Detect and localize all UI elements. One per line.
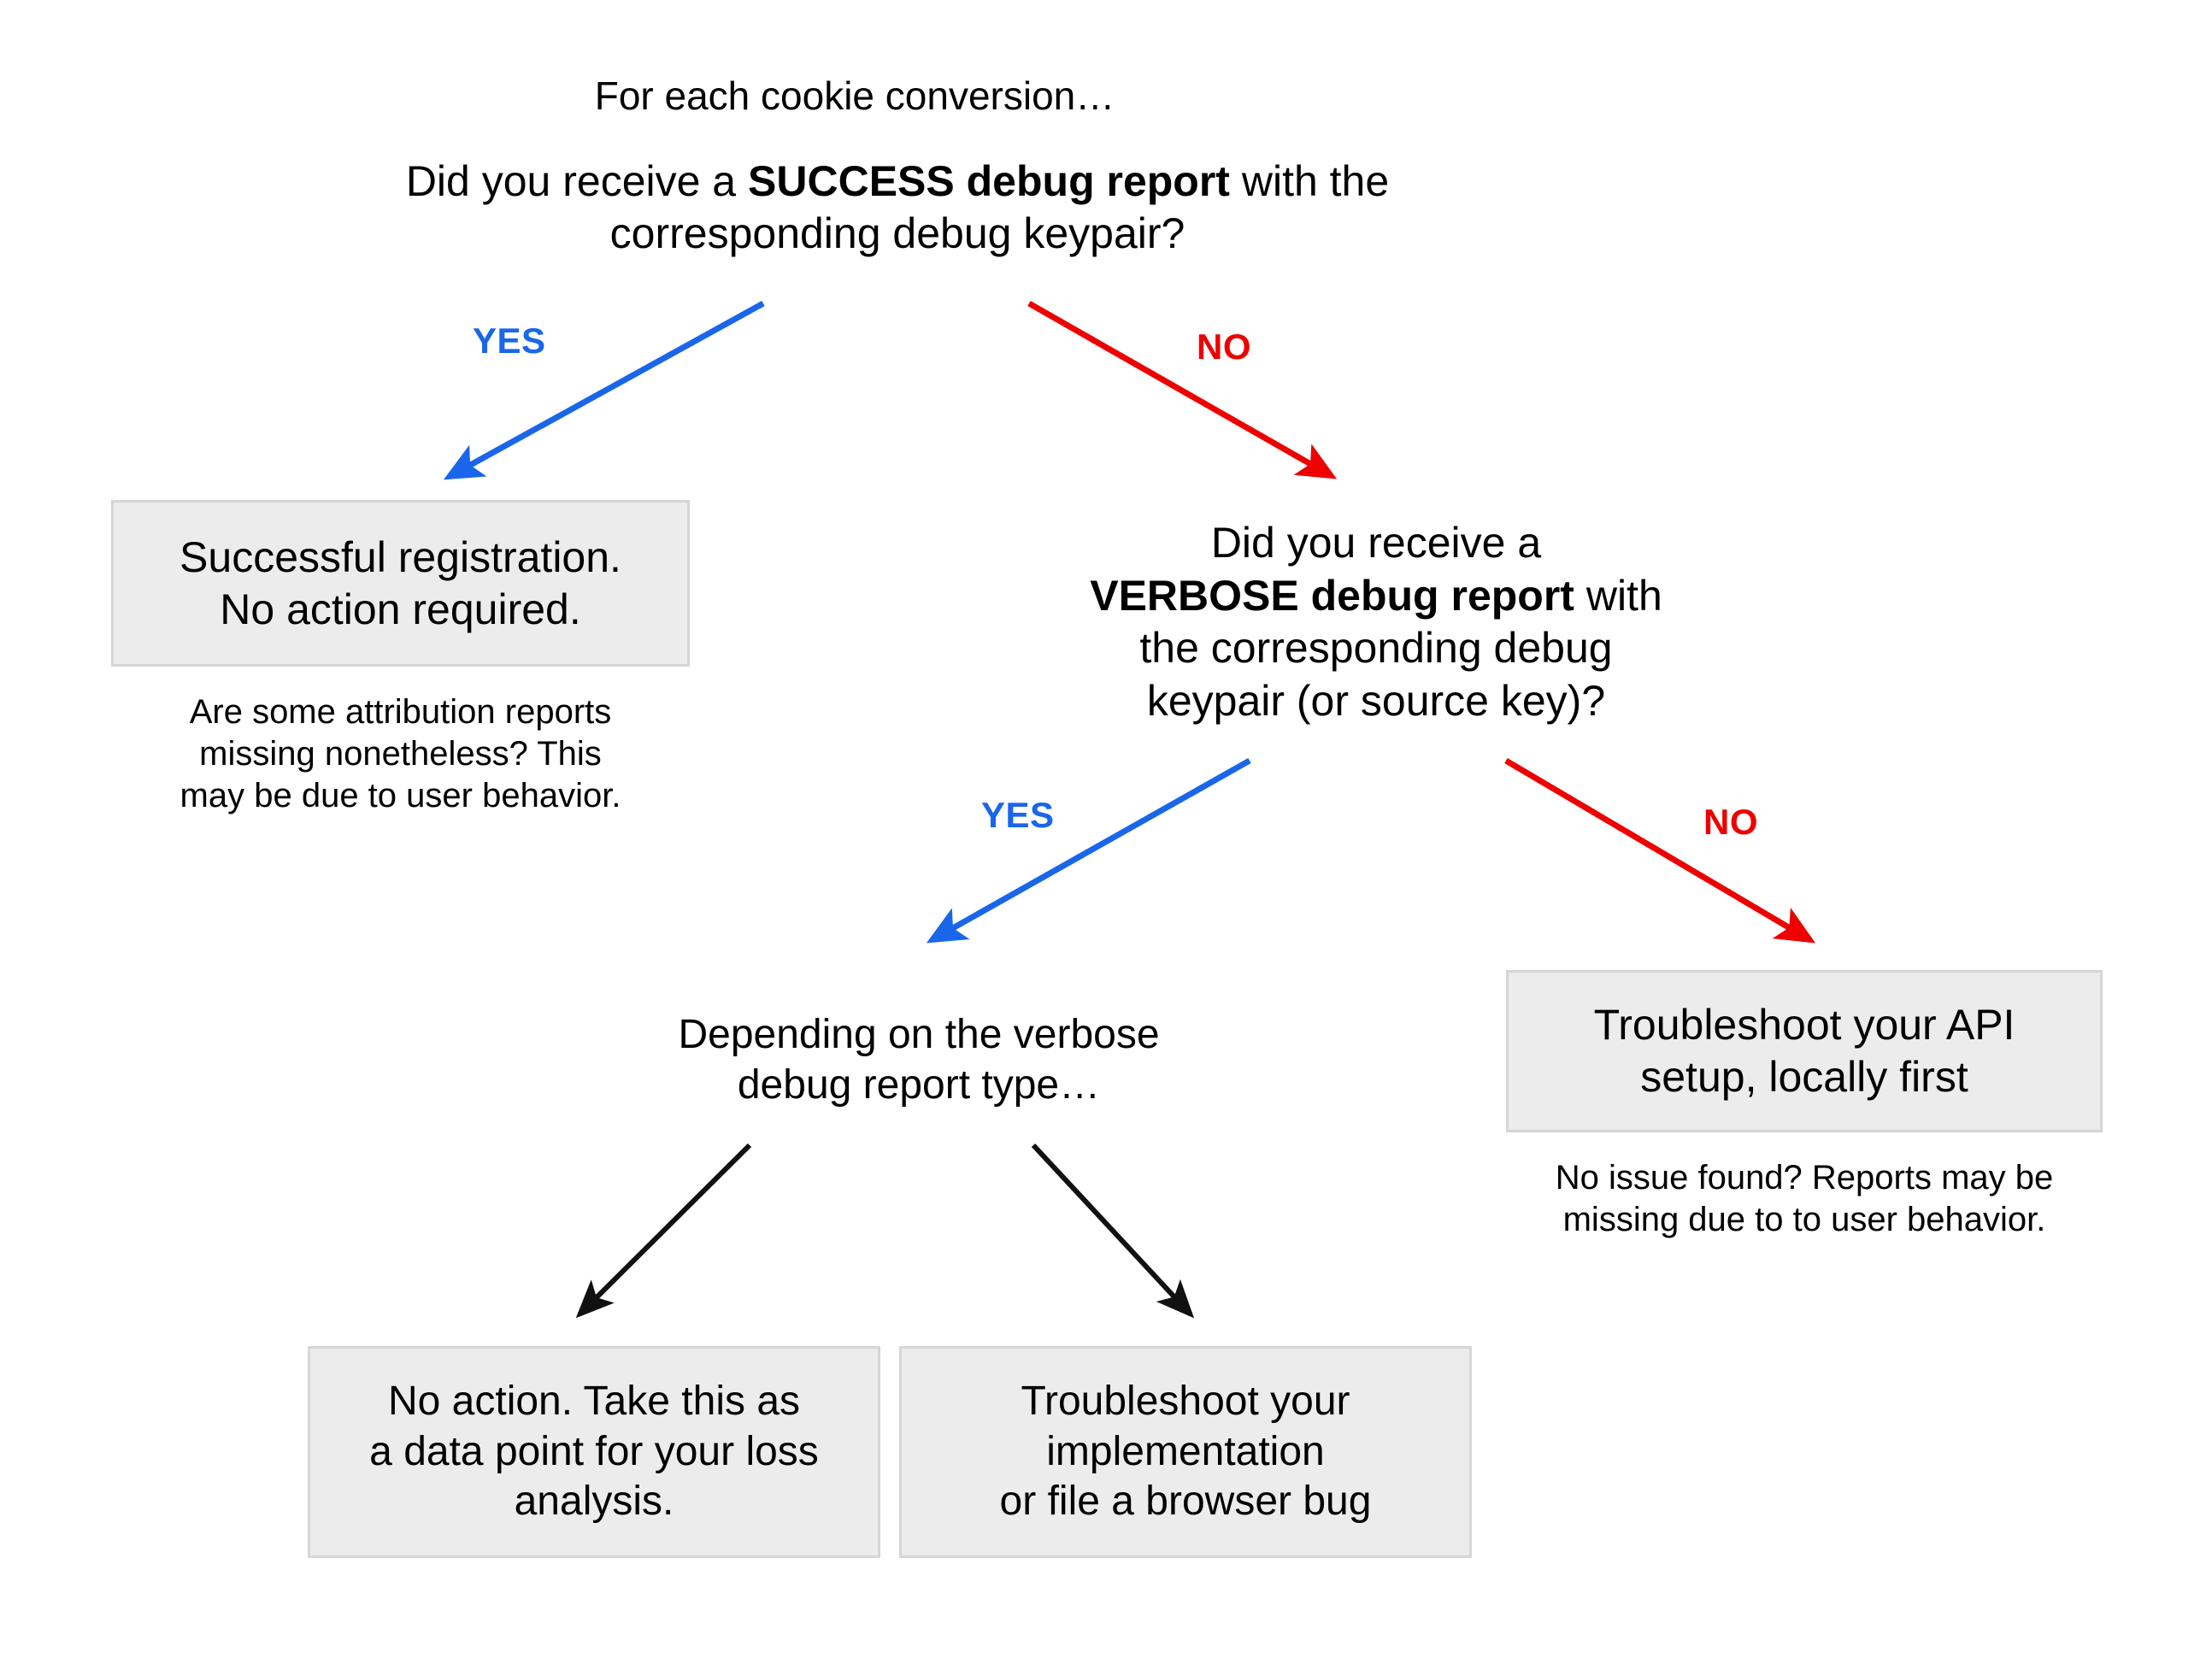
q2-part-1: Did you receive a: [1210, 519, 1542, 567]
q1-bold: SUCCESS debug report: [748, 156, 1230, 205]
box-successful-registration[interactable]: Successful registration. No action requi…: [111, 500, 690, 667]
question-success-report: Did you receive a SUCCESS debug report w…: [282, 152, 1513, 263]
q2-part-2: with the corresponding debug keypair (or…: [1139, 571, 1662, 725]
q1-part-1: Did you receive a: [405, 156, 749, 205]
box-troubleshoot-api-setup[interactable]: Troubleshoot your API setup, locally fir…: [1506, 970, 2103, 1132]
q1-part-2: with the corresponding debug keypair?: [609, 156, 1390, 258]
edge-label-yes-2: YES: [981, 795, 1055, 835]
box-troubleshoot-implementation[interactable]: Troubleshoot your implementation or file…: [899, 1346, 1472, 1558]
edge-label-yes-1: YES: [473, 320, 546, 361]
question-verbose-report: Did you receive a VERBOSE debug report w…: [991, 519, 1761, 725]
arrow-yes-2: [926, 757, 1251, 944]
q2-bold: VERBOSE debug report: [1090, 571, 1574, 620]
edge-label-no-1: NO: [1197, 326, 1251, 367]
arrow-verbose-right: [1031, 1143, 1195, 1319]
note-attribution-reports: Are some attribution reports missing non…: [179, 692, 621, 815]
arrow-verbose-left: [575, 1143, 752, 1319]
text-depending-on-type: Depending on the verbose debug report ty…: [678, 1011, 1160, 1108]
arrow-no-2: [1504, 757, 1816, 944]
arrow-no-1: [1027, 300, 1338, 479]
note-no-issue-found: No issue found? Reports may be missing d…: [1555, 1158, 2054, 1238]
edge-label-no-2: NO: [1703, 802, 1758, 842]
box-no-action-loss-analysis[interactable]: No action. Take this as a data point for…: [308, 1346, 880, 1558]
intro-text: For each cookie conversion…: [594, 73, 1115, 118]
